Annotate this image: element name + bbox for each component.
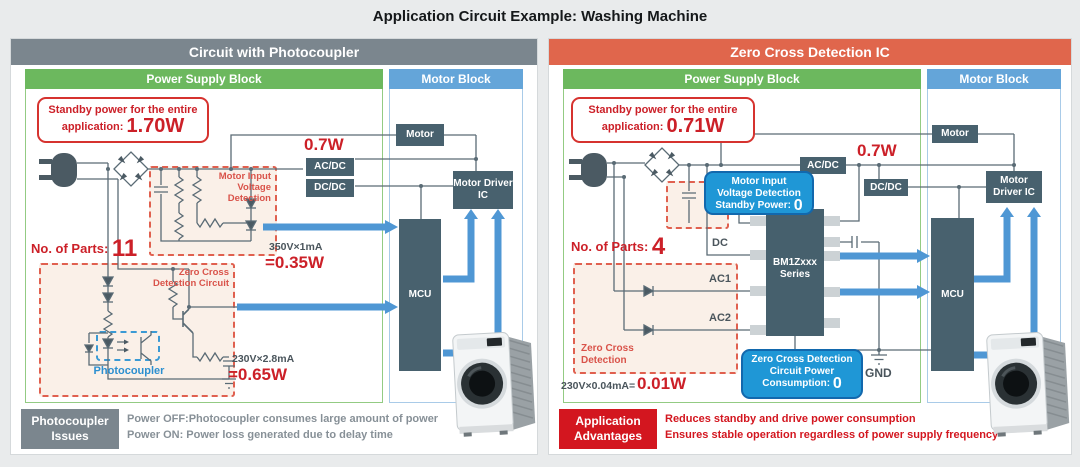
- application-advantages-text: Reduces standby and drive power consumpt…: [665, 413, 999, 441]
- blue-arrow-heads: [917, 207, 1041, 299]
- standby-label: Standby power for the entire application…: [588, 104, 738, 133]
- circuit-components: [643, 192, 887, 365]
- acdc-power-value: 0.7W: [304, 135, 344, 154]
- acdc-box: AC/DC: [800, 157, 846, 174]
- photocoupler-region: [96, 331, 160, 361]
- parts-count: No. of Parts: 4: [571, 233, 666, 260]
- ac1-pin-label: AC1: [709, 273, 732, 285]
- diode-symbol: [643, 323, 655, 337]
- application-advantages-label: Application Advantages: [559, 409, 657, 449]
- photocoupler-issues-label: Photocoupler Issues: [21, 409, 119, 449]
- junction-dots: [612, 161, 1016, 352]
- zero-cross-detection-circuit-region: [39, 263, 235, 397]
- plug-icon: [39, 153, 77, 187]
- resistor-symbol: [102, 310, 114, 338]
- zcd-power-callout: Zero Cross Detection Circuit Power Consu…: [741, 349, 863, 399]
- motor-box: Motor: [396, 124, 444, 146]
- blue-arrow-heads: [385, 209, 505, 314]
- zener-diode-symbol: [83, 344, 95, 354]
- led-symbol: [101, 338, 115, 350]
- wires: [607, 133, 1015, 351]
- motor-block-header: Motor Block: [927, 69, 1061, 89]
- wires: [77, 134, 477, 380]
- chip-pins: [750, 216, 840, 335]
- mivd-calc: 350V×1mA: [269, 241, 323, 253]
- washing-machine-image: [452, 332, 536, 437]
- capacitor-symbol: [154, 186, 168, 193]
- mivd-power: =0.35W: [265, 253, 325, 272]
- panel-zero-cross-detection-ic: Zero Cross Detection IC Power Supply Blo…: [548, 38, 1072, 455]
- panel-header-photocoupler: Circuit with Photocoupler: [11, 39, 537, 65]
- motor-driver-ic-box: Motor Driver IC: [986, 171, 1042, 203]
- resistor-symbol: [173, 176, 185, 204]
- bridge-rectifier-icon: [644, 147, 680, 183]
- washing-machine-image: [986, 332, 1070, 437]
- page-title: Application Circuit Example: Washing Mac…: [372, 8, 708, 25]
- zener-diode-symbol: [244, 220, 258, 232]
- standby-value: 1.70W: [126, 115, 185, 137]
- standby-label: Standby power for the entire application…: [48, 104, 198, 133]
- resistor-symbol: [196, 351, 224, 363]
- transistor-symbol: [182, 308, 194, 334]
- light-arrows: [117, 341, 124, 351]
- zener-diode-symbol: [244, 198, 258, 210]
- dcdc-box: DC/DC: [864, 179, 908, 196]
- bridge-rectifier-icon: [113, 151, 149, 187]
- zcd-calc: 230V×2.8mA: [232, 353, 295, 365]
- zcd-power: =0.65W: [228, 365, 288, 384]
- dcdc-box: DC/DC: [306, 179, 354, 197]
- resistor-symbol: [173, 212, 185, 240]
- capacitor-symbol: [851, 236, 858, 248]
- capacitor-symbol: [682, 192, 696, 199]
- mcu-box: MCU: [931, 218, 974, 371]
- resistor-symbol: [167, 280, 179, 308]
- zcd-calc: 230V×0.04mA=: [561, 380, 636, 392]
- diode-symbol: [101, 276, 115, 288]
- motor-driver-ic-box: Motor Driver IC: [453, 171, 513, 209]
- zcd-power: 0.01W: [637, 374, 687, 393]
- gnd-label: GND: [865, 366, 892, 380]
- capacitor-symbol: [223, 360, 235, 367]
- motor-box: Motor: [932, 125, 978, 143]
- photocoupler-issues-text: Power OFF:Photocoupler consumes large am…: [127, 413, 439, 441]
- resistor-symbol: [191, 176, 203, 204]
- photocoupler-label: Photocoupler: [93, 365, 165, 377]
- ground-symbol: [222, 378, 236, 389]
- diode-symbol: [643, 284, 655, 298]
- power-supply-block-header: Power Supply Block: [563, 69, 921, 89]
- dc-pin-label: DC: [712, 237, 728, 249]
- standby-power-callout: Standby power for the entire application…: [37, 97, 209, 143]
- circuit-components: [83, 176, 258, 389]
- phototransistor-symbol: [140, 331, 152, 365]
- plug-icon: [569, 153, 607, 187]
- mcu-box: MCU: [399, 219, 441, 371]
- parts-count: No. of Parts: 11: [31, 235, 138, 262]
- panel-header-zero-cross: Zero Cross Detection IC: [549, 39, 1071, 65]
- circuit-schematic: [39, 134, 505, 389]
- chip-package: [750, 209, 840, 336]
- panel-body: Power Supply Block Motor Block: [549, 65, 1071, 456]
- junction-dots: [106, 157, 478, 309]
- power-supply-block-header: Power Supply Block: [25, 69, 383, 89]
- resistor-symbol: [196, 217, 224, 229]
- diode-symbol: [101, 292, 115, 304]
- mivd-standby-callout: Motor Input Voltage Detection Standby Po…: [704, 171, 814, 215]
- acdc-box: AC/DC: [306, 158, 354, 176]
- ac2-pin-label: AC2: [709, 312, 732, 324]
- standby-power-callout: Standby power for the entire application…: [571, 97, 755, 143]
- panel-body: Power Supply Block Motor Block: [11, 65, 537, 456]
- panel-circuit-with-photocoupler: Circuit with Photocoupler Power Supply B…: [10, 38, 538, 455]
- motor-block-header: Motor Block: [389, 69, 523, 89]
- ground-symbol: [871, 354, 887, 365]
- acdc-power-value: 0.7W: [857, 141, 897, 160]
- standby-value: 0.71W: [666, 115, 725, 137]
- chip-body: [766, 209, 824, 336]
- zero-cross-detection-region: [573, 263, 738, 374]
